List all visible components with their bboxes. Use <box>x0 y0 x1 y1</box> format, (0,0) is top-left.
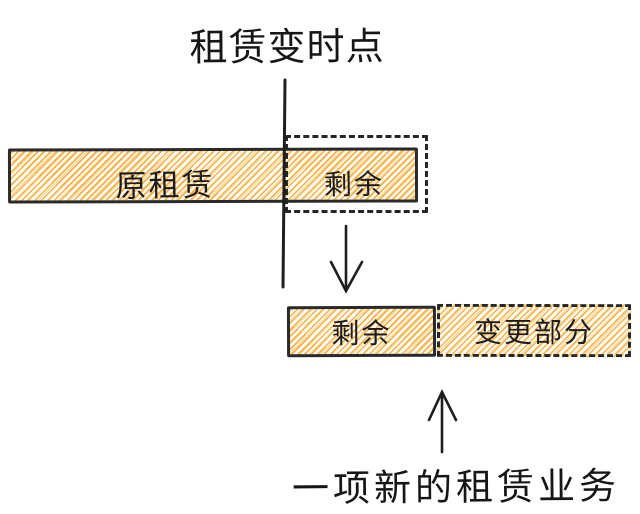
down-arrow-icon <box>329 224 364 294</box>
up-arrow-icon <box>427 389 458 454</box>
original-lease-label: 原租赁 <box>115 167 215 205</box>
new-lease-caption: 一项新的租赁业务 <box>291 464 621 511</box>
remaining-bottom-label: 剩余 <box>331 316 392 350</box>
diagram-title: 租赁变时点 <box>189 24 385 70</box>
remaining-dashed-outline <box>285 135 428 213</box>
remaining-bar: 剩余 <box>286 305 437 358</box>
remaining-top-label: 剩余 <box>323 167 385 202</box>
changed-part-label: 变更部分 <box>473 315 595 349</box>
changed-part-bar: 变更部分 <box>436 303 632 358</box>
